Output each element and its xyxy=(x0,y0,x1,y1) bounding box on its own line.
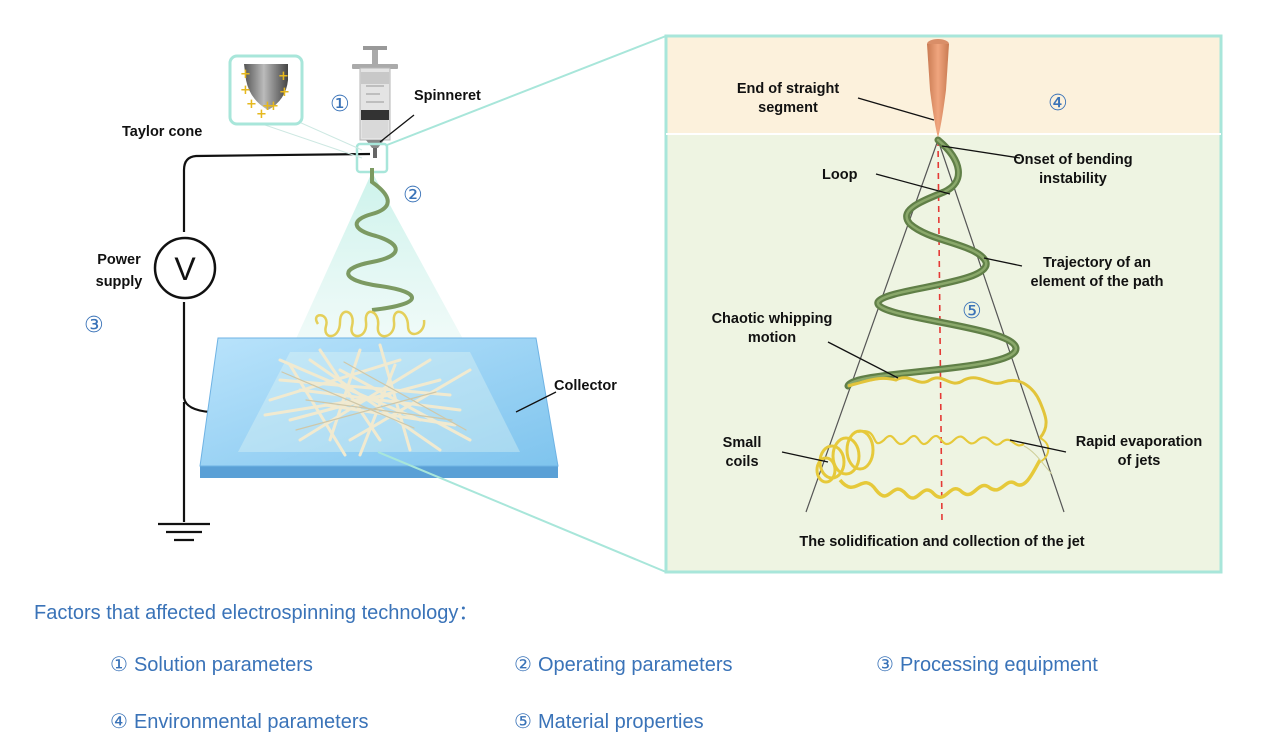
factor-label: Material properties xyxy=(537,711,704,733)
nozzle-tip-icon xyxy=(927,39,949,138)
collector-pointer xyxy=(515,391,557,413)
loop-label: Loop xyxy=(822,167,858,183)
chaotic-whipping-label-2: motion xyxy=(748,330,796,346)
svg-text:V: V xyxy=(174,251,196,287)
end-straight-label: End of straight xyxy=(737,81,839,97)
svg-text:+: + xyxy=(268,99,279,114)
marker-1: ① xyxy=(330,92,350,117)
factor-label: Environmental parameters xyxy=(133,711,369,733)
svg-text:+: + xyxy=(279,85,290,100)
fiber-coils xyxy=(314,310,426,338)
spinneret-label: Spinneret xyxy=(414,88,481,104)
axis-line xyxy=(937,139,943,523)
fiber-mat xyxy=(263,343,472,457)
factor-number: ① xyxy=(110,652,128,676)
svg-text:+: + xyxy=(246,97,257,112)
end-straight-label-2: segment xyxy=(758,100,818,116)
power-supply-label: Power xyxy=(97,252,141,268)
factor-number: ② xyxy=(514,652,532,676)
trajectory-label-2: element of the path xyxy=(1031,274,1164,290)
collector-label: Collector xyxy=(554,378,617,394)
svg-text:+: + xyxy=(240,83,251,98)
coil-loop-upper xyxy=(857,430,1025,447)
whipping-transition xyxy=(847,376,1048,439)
circuit-wire-lower xyxy=(182,302,211,414)
rapid-evaporation-label-2: of jets xyxy=(1118,453,1161,469)
marker-4: ④ xyxy=(1048,91,1068,116)
onset-bending-label: Onset of bending xyxy=(1013,152,1132,168)
electrospinning-diagram: V Power supply Spinneret ++ ++ ++ ++ Tay… xyxy=(84,34,1223,574)
ground-icon xyxy=(158,522,210,542)
trajectory-label: Trajectory of an xyxy=(1043,255,1151,271)
factor-label: Operating parameters xyxy=(537,654,733,676)
circuit-wire xyxy=(182,152,371,232)
power-supply-label-2: supply xyxy=(96,274,143,290)
envelope-line-right xyxy=(937,139,1065,513)
marker-5: ⑤ xyxy=(962,299,982,324)
zoom-panel-frame xyxy=(664,34,1223,574)
onset-bending-label-2: instability xyxy=(1039,171,1107,187)
svg-text:+: + xyxy=(278,69,289,84)
syringe-icon xyxy=(352,46,398,158)
factors-title: Factors that affected electrospinning te… xyxy=(34,602,479,624)
power-supply-icon: V xyxy=(153,236,217,300)
charge-plus-icons: ++ ++ ++ ++ xyxy=(240,67,290,122)
coil-loop-lower xyxy=(838,459,1042,500)
factor-number: ③ xyxy=(876,652,894,676)
rapid-evaporation-label: Rapid evaporation xyxy=(1076,434,1203,450)
factor-label: Processing equipment xyxy=(899,654,1098,676)
small-coils-label-2: coils xyxy=(725,454,758,470)
chaotic-whipping-label: Chaotic whipping xyxy=(712,311,833,327)
svg-text:+: + xyxy=(262,99,273,114)
svg-text:+: + xyxy=(240,67,251,82)
solidification-caption: The solidification and collection of the… xyxy=(799,534,1084,550)
zoom-panel-lower xyxy=(666,134,1221,572)
collector-side xyxy=(200,466,558,478)
small-coils-label: Small xyxy=(723,435,762,451)
marker-3: ③ xyxy=(84,313,104,338)
marker-2: ② xyxy=(403,183,423,208)
factor-label: Solution parameters xyxy=(133,654,313,676)
taylor-cone-label: Taylor cone xyxy=(122,124,202,140)
small-coils xyxy=(815,429,875,484)
taylor-cone-icon xyxy=(244,64,288,110)
svg-text:+: + xyxy=(256,107,267,122)
factor-number: ④ xyxy=(110,709,128,733)
factor-number: ⑤ xyxy=(514,709,532,733)
jet-helix xyxy=(346,168,414,312)
spinneret-pointer xyxy=(379,114,415,143)
